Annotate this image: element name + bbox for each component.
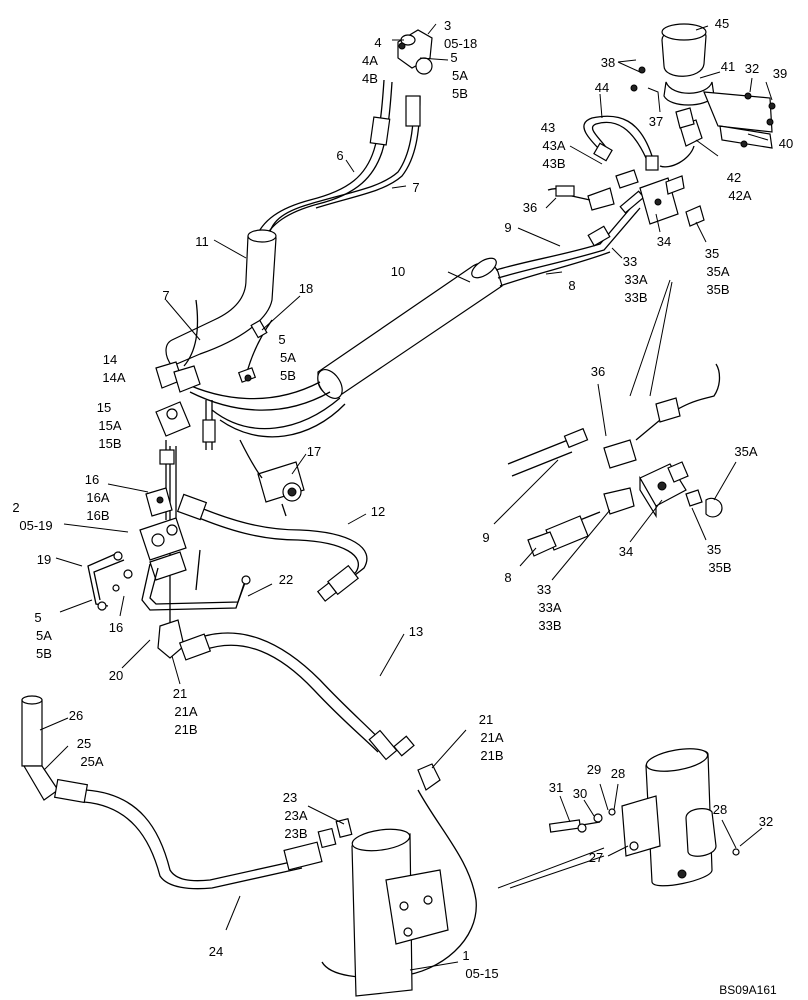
callout-34-top: 34 [657,234,671,249]
solenoid-valve-17 [239,439,305,517]
callout-45: 45 [715,16,729,31]
leader-lines [39,23,773,971]
small-tubes [87,549,251,611]
callout-41: 41 [721,59,735,74]
callout-16-low: 16 [109,620,123,635]
block-34-top [547,169,705,227]
callout-38: 38 [601,55,615,70]
hose-to-tank [321,763,477,979]
callout-10: 10 [391,264,405,279]
accumulator-45 [630,23,776,168]
callout-27: 27 [589,850,603,865]
callout-12: 12 [371,504,385,519]
callout-7-mid: 7 [162,288,169,303]
callout-34-detail: 34 [619,544,633,559]
callout-28-b: 28 [713,802,727,817]
callout-22: 22 [279,572,293,587]
fittings-18-5 [237,319,268,383]
valve-block [139,487,187,581]
callout-17: 17 [307,444,321,459]
hose-24 [21,695,353,890]
callout-40: 40 [779,136,793,151]
figure-code: BS09A161 [719,983,777,997]
callout-32-top: 32 [745,61,759,76]
callout-11: 11 [195,234,209,249]
callout-7-top: 7 [412,180,419,195]
callout-24: 24 [209,944,223,959]
callout-36-detail: 36 [591,364,605,379]
lines-8-9 [495,190,645,287]
callout-36-top: 36 [523,200,537,215]
callout-6: 6 [336,148,343,163]
top-valve-fitting [397,29,433,75]
callout-31: 31 [549,780,563,795]
callout-9-detail: 9 [482,530,489,545]
callout-39: 39 [773,66,787,81]
hose-44 [583,115,659,171]
hoses-6-7 [254,79,421,243]
callout-30: 30 [573,786,587,801]
hose-sleeve-10 [317,257,503,399]
tank-1 [351,828,449,997]
callout-44: 44 [595,80,609,95]
callout-8-detail: 8 [504,570,511,585]
callout-32-low: 32 [759,814,773,829]
tank-27 [548,748,740,887]
callout-35A-detail: 35A [734,444,757,459]
callout-28-a: 28 [611,766,625,781]
callout-9-top: 9 [504,220,511,235]
callout-37: 37 [649,114,663,129]
callout-26: 26 [69,708,83,723]
callout-2: 205-19 [12,500,52,533]
callout-19: 19 [37,552,51,567]
connectors-14-15 [155,361,201,437]
hose-12 [176,493,368,602]
callout-29: 29 [587,762,601,777]
callout-18: 18 [299,281,313,296]
hose-13 [157,619,415,761]
callout-13: 13 [409,624,423,639]
drawing [21,23,776,997]
callout-8-top: 8 [568,278,575,293]
callout-20: 20 [109,668,123,683]
hose-sleeve-11 [165,229,277,367]
detail-block-34 [507,363,723,557]
